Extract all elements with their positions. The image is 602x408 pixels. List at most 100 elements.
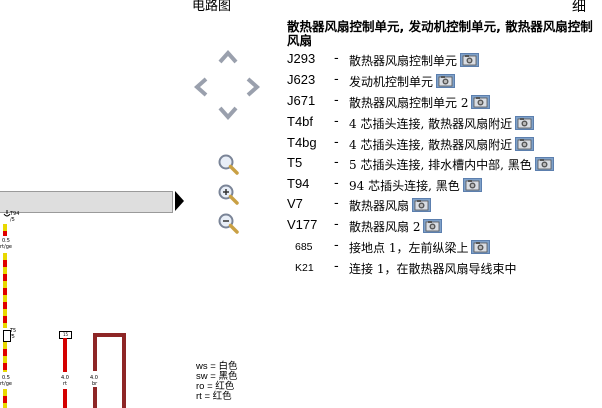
camera-icon[interactable]: [471, 95, 491, 109]
component-code: 685: [295, 241, 313, 253]
separator-dash: -: [334, 196, 339, 211]
component-code: K21: [295, 262, 314, 274]
wire-rt-ge: [3, 342, 7, 372]
component-code: T94: [287, 176, 310, 191]
separator-dash: -: [334, 135, 339, 150]
legend-abbr: ws: [196, 361, 208, 372]
legend-color-name: 黑色: [218, 371, 238, 382]
component-description: 散热器风扇: [349, 197, 432, 214]
schematic-label: T5: [10, 328, 17, 334]
schematic-label: 4.0: [61, 375, 69, 381]
zoom-out-button[interactable]: [217, 212, 239, 234]
component-code: T4bf: [287, 114, 314, 129]
component-description: 接地点 1，左前纵梁上: [349, 239, 491, 256]
separator-dash: -: [334, 259, 339, 274]
legend-abbr: ro: [196, 381, 205, 392]
camera-icon[interactable]: [460, 53, 480, 67]
camera-icon[interactable]: [423, 219, 443, 233]
component-list-heading: 散热器风扇控制单元, 发动机控制单元, 散热器风扇控制 风扇: [287, 20, 602, 48]
component-description: 散热器风扇 2: [349, 218, 443, 235]
component-code: V7: [287, 196, 303, 211]
ground-symbol-icon: [3, 210, 11, 217]
schematic-label: 0.5: [2, 375, 10, 381]
legend-color-name: 白色: [218, 361, 238, 372]
component-code: T4bg: [287, 135, 317, 150]
camera-icon[interactable]: [471, 240, 491, 254]
component-description-text: 5 芯插头连接, 排水槽内中部, 黑色: [349, 158, 532, 172]
schematic-label: 4.0: [90, 375, 98, 381]
wire-rt: [63, 338, 67, 372]
header-right-text: 细: [572, 0, 586, 15]
component-description-text: 散热器风扇控制单元 2: [349, 96, 469, 110]
schematic-label: rt/ge: [0, 244, 12, 250]
wire-rt-ge: [3, 224, 7, 236]
camera-icon[interactable]: [412, 198, 432, 212]
component-description-text: 4 芯插头连接, 散热器风扇附近: [349, 138, 513, 152]
zoom-out-icon: [218, 213, 239, 234]
component-description: 发动机控制单元: [349, 73, 456, 90]
heading-line-2: 风扇: [287, 33, 313, 48]
pan-up-button[interactable]: [218, 50, 238, 64]
component-description-text: 94 芯插头连接, 黑色: [349, 179, 460, 193]
component-bar: [0, 191, 173, 213]
heading-line-1: 散热器风扇控制单元, 发动机控制单元, 散热器风扇控制: [287, 20, 593, 34]
component-description: 连接 1，在散热器风扇导线束中: [349, 260, 516, 277]
component-description-text: 接地点 1，左前纵梁上: [349, 241, 469, 255]
chevron-left-icon: [194, 77, 208, 97]
legend-item: sw = 黑色: [196, 371, 238, 382]
legend-item: rt = 红色: [196, 391, 232, 402]
separator-dash: -: [334, 51, 339, 66]
legend-abbr: sw: [196, 371, 208, 382]
camera-icon[interactable]: [462, 178, 482, 192]
component-description: 94 芯插头连接, 黑色: [349, 177, 482, 194]
camera-icon[interactable]: [515, 137, 535, 151]
schematic-label: T94: [10, 211, 20, 217]
magnifier-icon: [218, 154, 239, 175]
expand-arrow-icon[interactable]: [175, 191, 184, 211]
component-code: J293: [287, 51, 316, 66]
component-description-text: 发动机控制单元: [349, 75, 434, 89]
component-description-text: 连接 1，在散热器风扇导线束中: [349, 262, 517, 276]
component-code: J623: [287, 72, 316, 87]
zoom-in-button[interactable]: [217, 183, 239, 205]
schematic-label: 0.5: [2, 238, 10, 244]
chevron-right-icon: [246, 77, 260, 97]
camera-icon[interactable]: [436, 74, 456, 88]
component-description-text: 散热器风扇: [349, 199, 410, 213]
wire-rt: [63, 389, 67, 408]
pan-right-button[interactable]: [246, 77, 260, 97]
pan-down-button[interactable]: [218, 106, 238, 120]
component-description: 5 芯插头连接, 排水槽内中部, 黑色: [349, 156, 554, 173]
separator-dash: -: [334, 238, 339, 253]
schematic-label: rt/ge: [0, 381, 12, 387]
camera-icon[interactable]: [534, 157, 554, 171]
label-gap: [92, 371, 100, 387]
separator-dash: -: [334, 155, 339, 170]
pan-left-button[interactable]: [194, 77, 208, 97]
schematic-label: br: [92, 381, 98, 387]
separator-dash: -: [334, 93, 339, 108]
component-code: V177: [287, 217, 318, 232]
legend-item: ws = 白色: [196, 361, 238, 372]
separator-dash: -: [334, 114, 339, 129]
separator-dash: -: [334, 217, 339, 232]
component-code: J671: [287, 93, 316, 108]
legend-color-name: 红色: [212, 391, 232, 402]
zoom-fit-button[interactable]: [217, 153, 239, 175]
camera-icon[interactable]: [515, 116, 535, 130]
legend-color-name: 红色: [215, 381, 235, 392]
component-description-text: 4 芯插头连接, 散热器风扇附近: [349, 117, 513, 131]
component-description: 4 芯插头连接, 散热器风扇附近: [349, 136, 535, 153]
separator-dash: -: [334, 72, 339, 87]
schematic-label: /5: [10, 334, 15, 340]
separator-dash: -: [334, 176, 339, 191]
schematic-label: /5: [10, 217, 15, 223]
legend-item: ro = 红色: [196, 381, 235, 392]
zoom-in-icon: [218, 184, 239, 205]
connector-t5: [3, 330, 11, 342]
schematic-label: rt: [63, 381, 68, 387]
legend-abbr: rt: [196, 391, 202, 402]
diagram-title: 电路图: [192, 0, 232, 14]
component-description-text: 散热器风扇控制单元: [349, 54, 458, 68]
